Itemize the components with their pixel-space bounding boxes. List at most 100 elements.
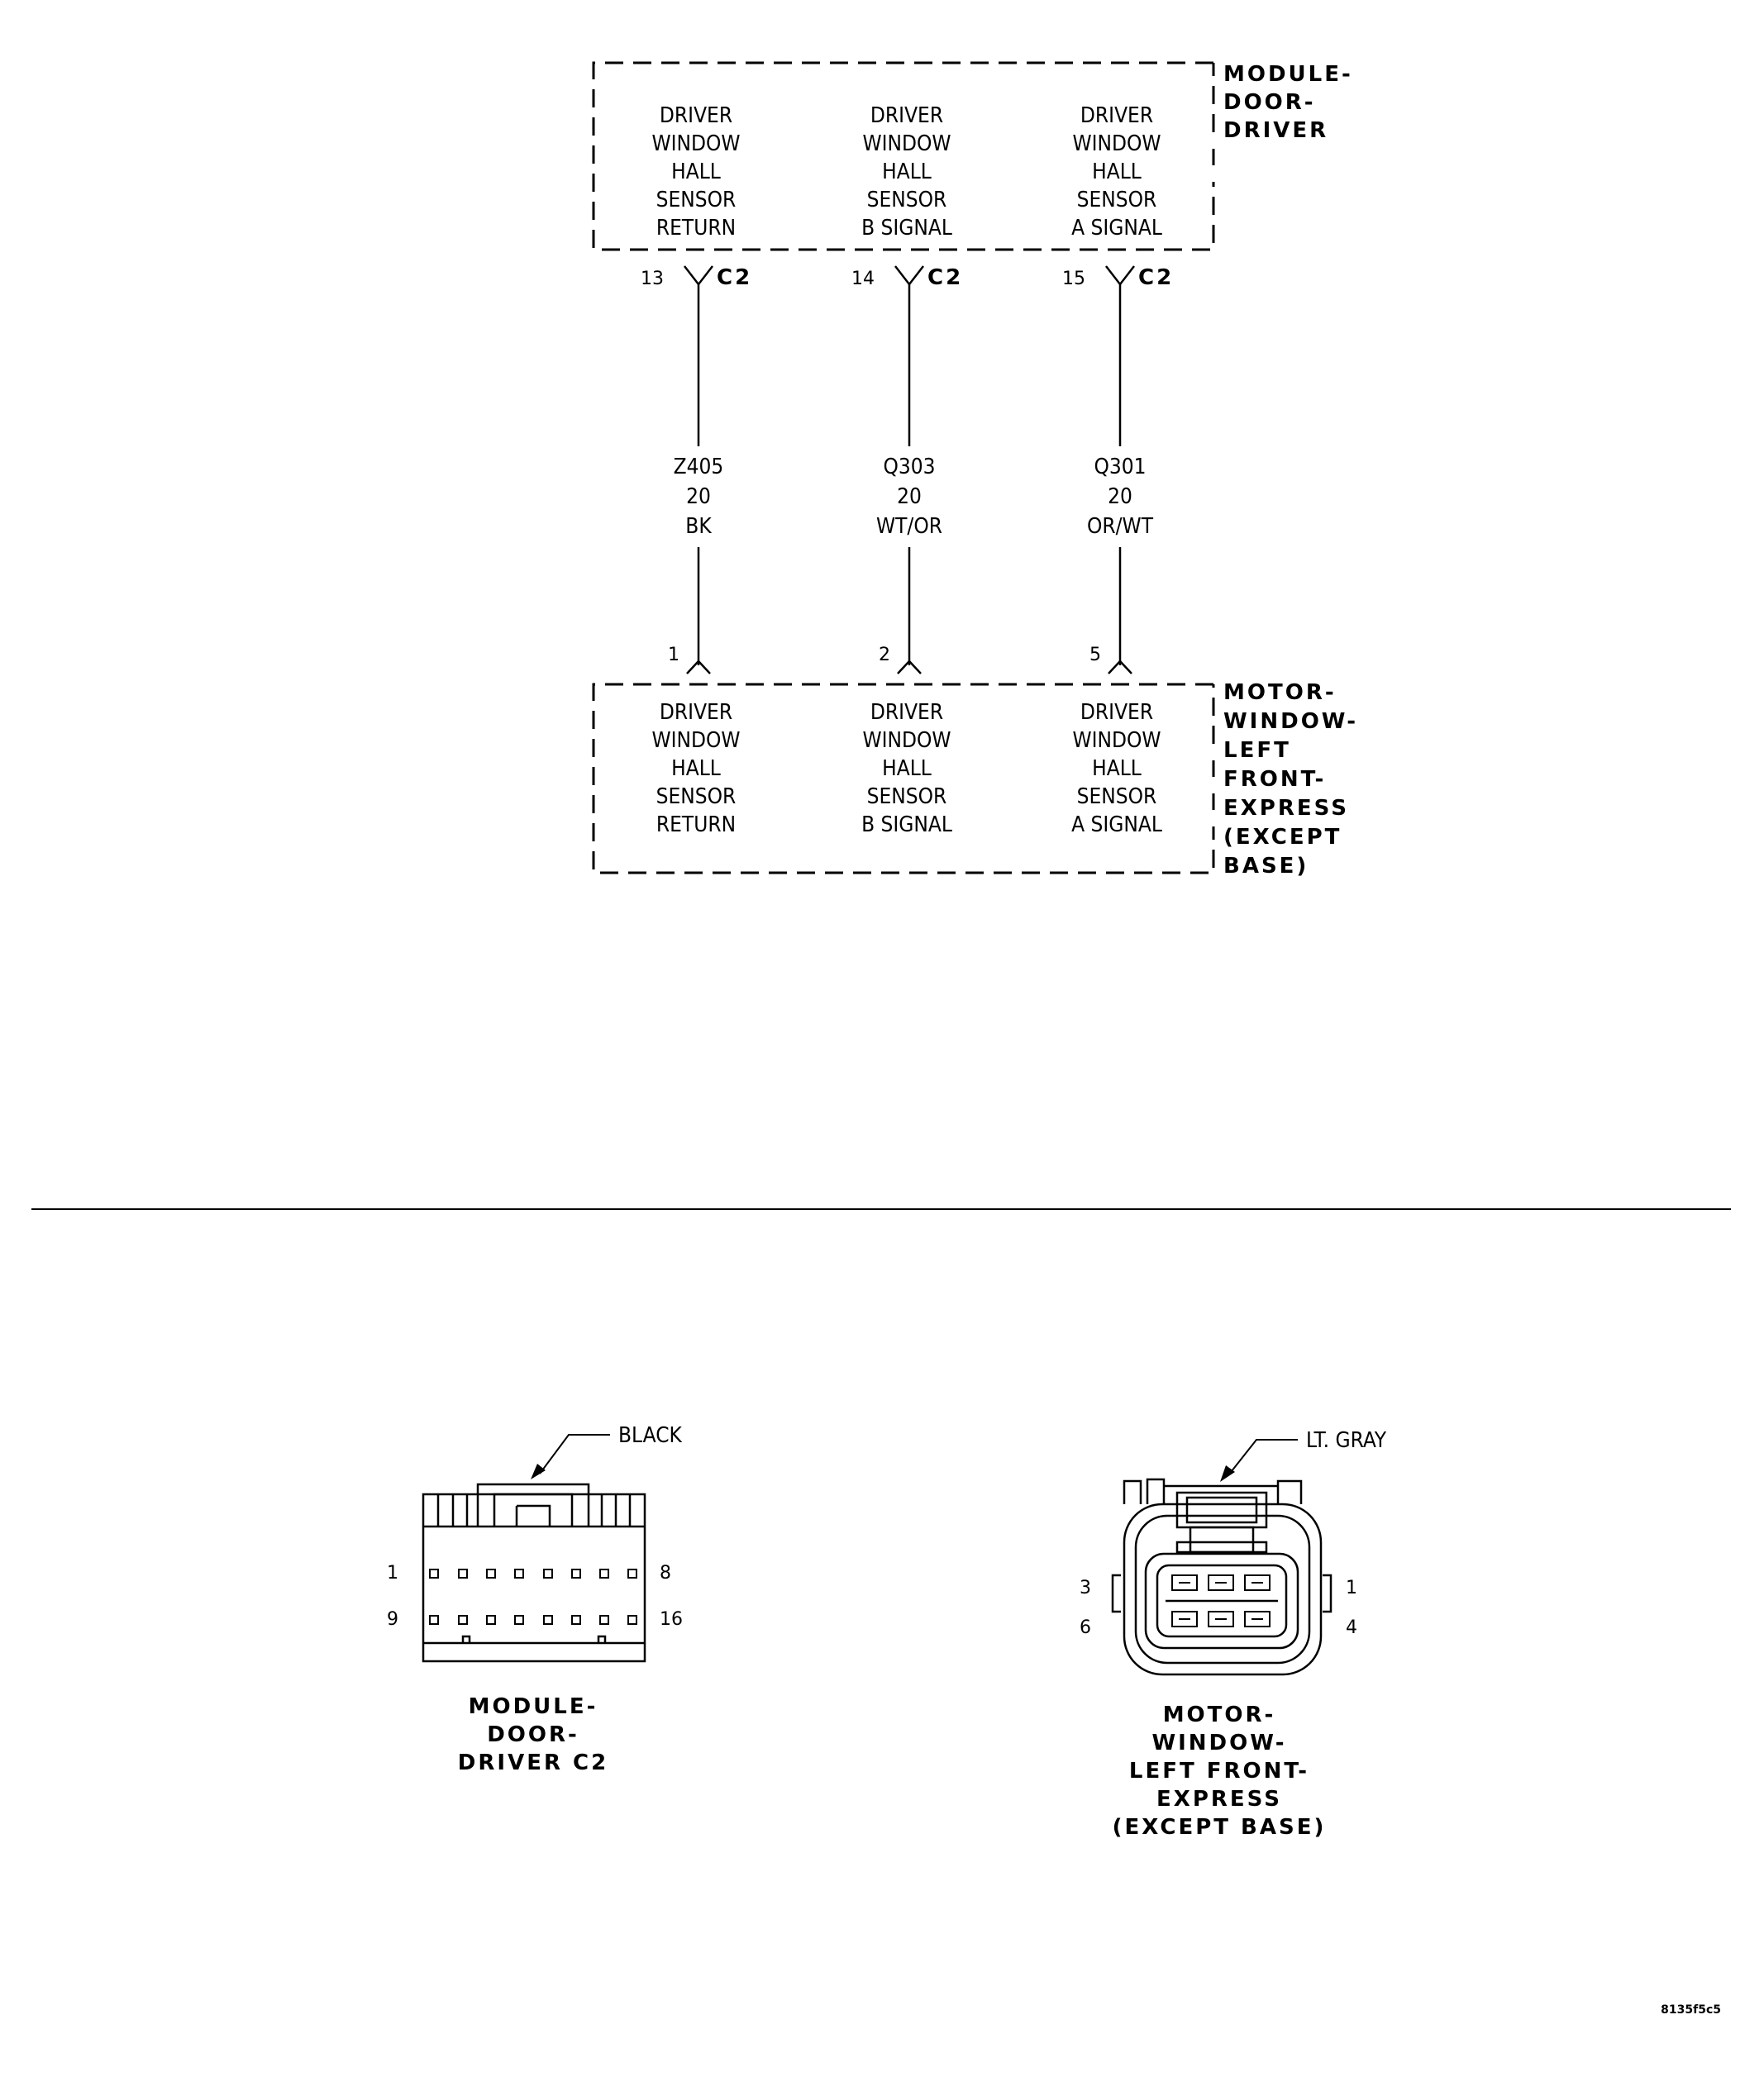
- connector-id: C2: [1138, 265, 1174, 290]
- connector-name-line: EXPRESS: [1156, 1787, 1282, 1812]
- connector-name-line: LEFT FRONT-: [1129, 1759, 1309, 1784]
- circuit-label-line: DRIVER: [660, 103, 732, 128]
- pin-number: 5: [1089, 645, 1101, 665]
- circuit-label-line: HALL: [671, 756, 721, 781]
- circuit-label-line: B SIGNAL: [861, 216, 952, 241]
- circuit-number: Q303: [883, 455, 935, 479]
- circuit-label-line: DRIVER: [660, 700, 732, 725]
- title-line: WINDOW-: [1223, 709, 1358, 734]
- wire-color: BK: [685, 514, 712, 539]
- circuit-number: Z405: [674, 455, 724, 479]
- wire-gauge: 20: [1108, 484, 1132, 509]
- circuit-label-line: WINDOW: [1072, 131, 1161, 156]
- pin-number: 1: [668, 645, 679, 665]
- circuit-label-line: WINDOW: [862, 131, 951, 156]
- circuit-label-line: A SIGNAL: [1071, 216, 1162, 241]
- title-line: BASE): [1223, 854, 1309, 879]
- wire-gauge: 20: [897, 484, 922, 509]
- pin-number: 2: [879, 645, 890, 665]
- circuit-label-line: RETURN: [656, 216, 736, 241]
- pin-cavities: [429, 1569, 637, 1625]
- circuit-label-return: DRIVER WINDOW HALL SENSOR RETURN: [651, 700, 740, 837]
- pin-number: 15: [1062, 269, 1085, 289]
- circuit-label-line: WINDOW: [1072, 728, 1161, 753]
- pin-label: 16: [660, 1609, 683, 1630]
- connector-name: MOTOR- WINDOW- LEFT FRONT- EXPRESS (EXCE…: [1113, 1703, 1324, 1840]
- motor-window-connector-view: LT. GRAY: [1080, 1428, 1387, 1840]
- title-line: EXPRESS: [1223, 796, 1349, 821]
- connector-name: MODULE- DOOR- DRIVER C2: [458, 1694, 608, 1775]
- circuit-label-line: SENSOR: [1077, 188, 1157, 212]
- circuit-label-line: HALL: [882, 756, 932, 781]
- female-terminal-symbol: [1105, 265, 1135, 287]
- pin-label: 6: [1080, 1617, 1091, 1638]
- module-door-driver-box: [592, 61, 1215, 251]
- circuit-label-line: HALL: [882, 160, 932, 184]
- circuit-label-line: DRIVER: [870, 700, 943, 725]
- wire-gauge: 20: [686, 484, 711, 509]
- circuit-label-line: DRIVER: [1080, 700, 1153, 725]
- circuit-label-line: DRIVER: [870, 103, 943, 128]
- circuit-label-line: WINDOW: [651, 131, 740, 156]
- circuit-label-line: RETURN: [656, 812, 736, 837]
- pin-label: 8: [660, 1563, 671, 1584]
- circuit-label-line: SENSOR: [867, 784, 947, 809]
- wire-color: WT/OR: [876, 514, 942, 539]
- wire-color: OR/WT: [1087, 514, 1154, 539]
- connector-name-line: WINDOW-: [1151, 1731, 1286, 1755]
- male-terminal-symbol: [686, 660, 711, 674]
- circuit-label-b-signal: DRIVER WINDOW HALL SENSOR B SIGNAL: [861, 700, 952, 837]
- circuit-label-line: SENSOR: [656, 188, 737, 212]
- circuit-label-line: SENSOR: [656, 784, 737, 809]
- pin-label: 9: [387, 1609, 398, 1630]
- motor-window-title: MOTOR- WINDOW- LEFT FRONT- EXPRESS (EXCE…: [1223, 680, 1358, 879]
- title-line: (EXCEPT: [1223, 825, 1342, 850]
- connector-body: [1111, 1478, 1333, 1676]
- pin-number: 13: [641, 269, 664, 289]
- title-line: LEFT: [1223, 738, 1291, 763]
- connector-name-line: MOTOR-: [1163, 1703, 1276, 1727]
- circuit-label-line: HALL: [1092, 160, 1142, 184]
- color-callout-leader: [539, 1434, 610, 1474]
- pin-label: 1: [387, 1563, 398, 1584]
- male-terminal-symbol: [1108, 660, 1132, 674]
- title-line: DOOR-: [1223, 90, 1316, 115]
- module-door-driver-c2-connector-view: BLACK: [387, 1423, 683, 1775]
- circuit-label-line: DRIVER: [1080, 103, 1153, 128]
- pin-label: 4: [1346, 1617, 1357, 1638]
- wire-q301: 15 C2 Q301 20 OR/WT 5: [1062, 265, 1174, 674]
- male-terminal-symbol: [897, 660, 922, 674]
- connector-color-label: BLACK: [618, 1423, 683, 1448]
- circuit-label-line: B SIGNAL: [861, 812, 952, 837]
- figure-id: 8135f5c5: [1661, 2003, 1721, 2017]
- connector-color-label: LT. GRAY: [1306, 1428, 1387, 1453]
- circuit-label-line: SENSOR: [867, 188, 947, 212]
- title-line: MODULE-: [1223, 62, 1353, 87]
- pin-cavities: [1171, 1574, 1271, 1627]
- circuit-label-line: WINDOW: [862, 728, 951, 753]
- circuit-label-a-signal: DRIVER WINDOW HALL SENSOR A SIGNAL: [1071, 103, 1162, 241]
- connector-id: C2: [717, 265, 752, 290]
- circuit-label-return: DRIVER WINDOW HALL SENSOR RETURN: [651, 103, 740, 241]
- module-door-driver-title: MODULE- DOOR- DRIVER: [1223, 62, 1353, 143]
- motor-window-box: [592, 683, 1215, 874]
- connector-name-line: DOOR-: [487, 1722, 579, 1747]
- module-door-driver-component: MODULE- DOOR- DRIVER DRIVER WINDOW HALL …: [592, 61, 1353, 251]
- pin-label: 1: [1346, 1578, 1357, 1598]
- title-line: FRONT-: [1223, 767, 1326, 792]
- wire-z405: 13 C2 Z405 20 BK 1: [641, 265, 752, 674]
- connector-name-line: DRIVER C2: [458, 1750, 608, 1775]
- circuit-label-line: HALL: [1092, 756, 1142, 781]
- circuit-number: Q301: [1094, 455, 1146, 479]
- circuit-label-a-signal: DRIVER WINDOW HALL SENSOR A SIGNAL: [1071, 700, 1162, 837]
- female-terminal-symbol: [684, 265, 713, 287]
- wire-q303: 14 C2 Q303 20 WT/OR 2: [851, 265, 961, 674]
- pin-number: 14: [851, 269, 875, 289]
- circuit-label-line: WINDOW: [651, 728, 740, 753]
- title-line: DRIVER: [1223, 118, 1328, 143]
- connector-name-line: MODULE-: [469, 1694, 598, 1719]
- motor-window-component: MOTOR- WINDOW- LEFT FRONT- EXPRESS (EXCE…: [592, 680, 1358, 879]
- circuit-label-b-signal: DRIVER WINDOW HALL SENSOR B SIGNAL: [861, 103, 952, 241]
- circuit-label-line: A SIGNAL: [1071, 812, 1162, 837]
- title-line: MOTOR-: [1223, 680, 1337, 705]
